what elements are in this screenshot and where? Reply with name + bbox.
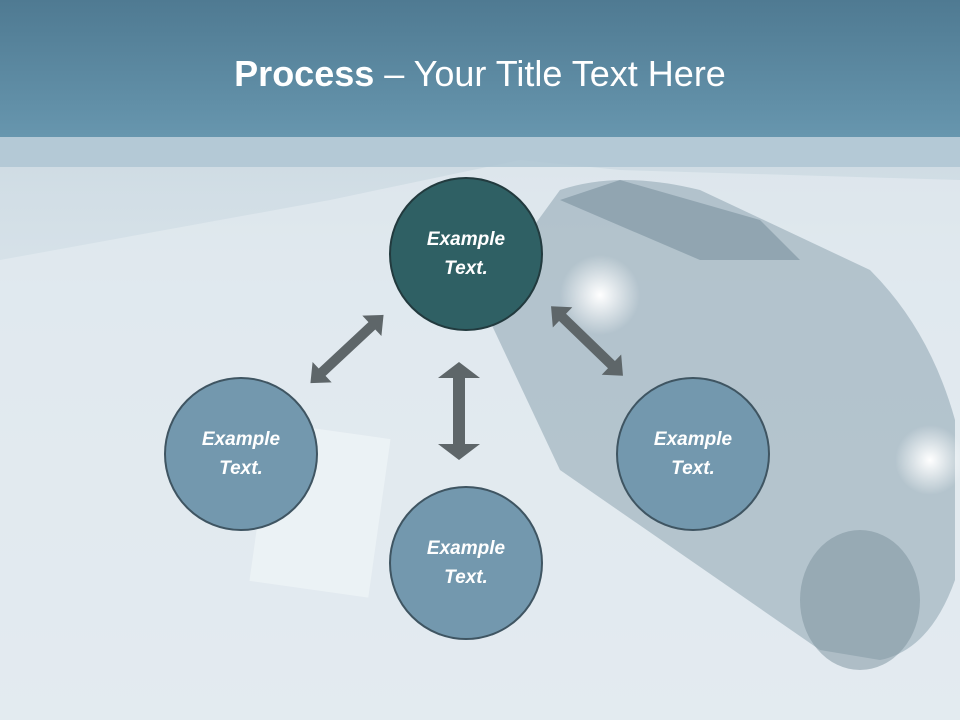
node-label-right: Example Text. — [653, 429, 733, 479]
process-node-top: Example Text. — [389, 177, 543, 331]
double-arrow-left — [310, 314, 384, 384]
double-arrow-vertical — [438, 362, 480, 460]
node-label-bottom: Example Text. — [426, 538, 506, 588]
process-node-right: Example Text. — [616, 377, 770, 531]
title-bold: Process — [234, 53, 375, 94]
process-node-left: Example Text. — [164, 377, 318, 531]
slide-title: Process – Your Title Text Here — [0, 52, 960, 96]
double-arrow-right — [551, 306, 623, 376]
header-bar — [0, 0, 960, 137]
node-label-left: Example Text. — [201, 429, 281, 479]
title-rest: – Your Title Text Here — [374, 53, 726, 94]
header-band — [0, 137, 960, 167]
process-node-bottom: Example Text. — [389, 486, 543, 640]
node-label-top: Example Text. — [426, 229, 506, 279]
